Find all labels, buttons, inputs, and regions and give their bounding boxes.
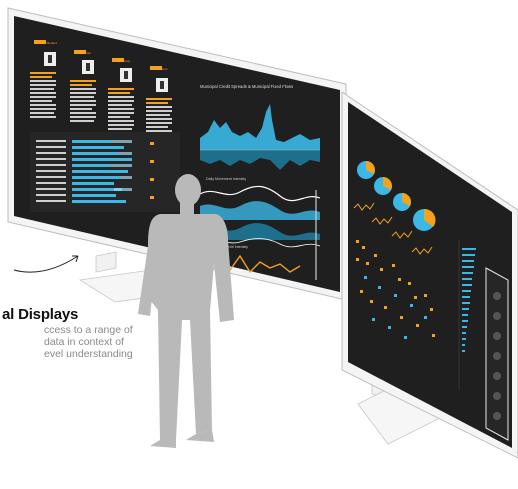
pie-chart (374, 177, 392, 195)
caption: al Displays ccess to a range of data in … (0, 306, 140, 360)
chart-title: Municipal Credit Spreads & Municipal Fix… (200, 84, 293, 89)
pie-chart (413, 208, 436, 231)
profile-name: Brian Peters (151, 67, 168, 71)
caption-body: ccess to a range of data in context of e… (44, 324, 140, 360)
profile-card: Joseph Kelly (108, 58, 134, 130)
pie-charts (357, 161, 436, 231)
profile-name: Michael Bedard (36, 41, 57, 45)
profile-cards: Michael Bedard Scott Brown (30, 40, 172, 140)
ranked-bar-column (458, 240, 476, 390)
profile-name: Joseph Kelly (113, 59, 131, 63)
arrowhead-icon (72, 255, 79, 263)
panel-label: Credit Intensity (224, 245, 248, 249)
pie-chart (393, 193, 411, 211)
profile-card: Scott Brown (70, 50, 96, 122)
sparklines (353, 202, 433, 255)
dot-matrix (356, 240, 435, 337)
caption-title: al Displays (2, 306, 79, 323)
profile-name: Scott Brown (75, 51, 92, 55)
panel-label: Daily Movement Intensity (206, 177, 246, 181)
caption-line: evel understanding (44, 348, 133, 360)
highlight-panel (485, 267, 509, 441)
profile-card: Michael Bedard (30, 40, 57, 118)
pie-chart (357, 161, 375, 179)
person-silhouette (138, 174, 234, 448)
caption-line: data in context of (44, 336, 124, 348)
heat-table (30, 132, 180, 212)
credit-spread-chart: Municipal Credit Spreads & Municipal Fix… (200, 84, 320, 170)
annotation-arrow (13, 255, 79, 273)
dot-matrix-blue (364, 276, 427, 339)
caption-line: ccess to a range of (44, 324, 133, 336)
